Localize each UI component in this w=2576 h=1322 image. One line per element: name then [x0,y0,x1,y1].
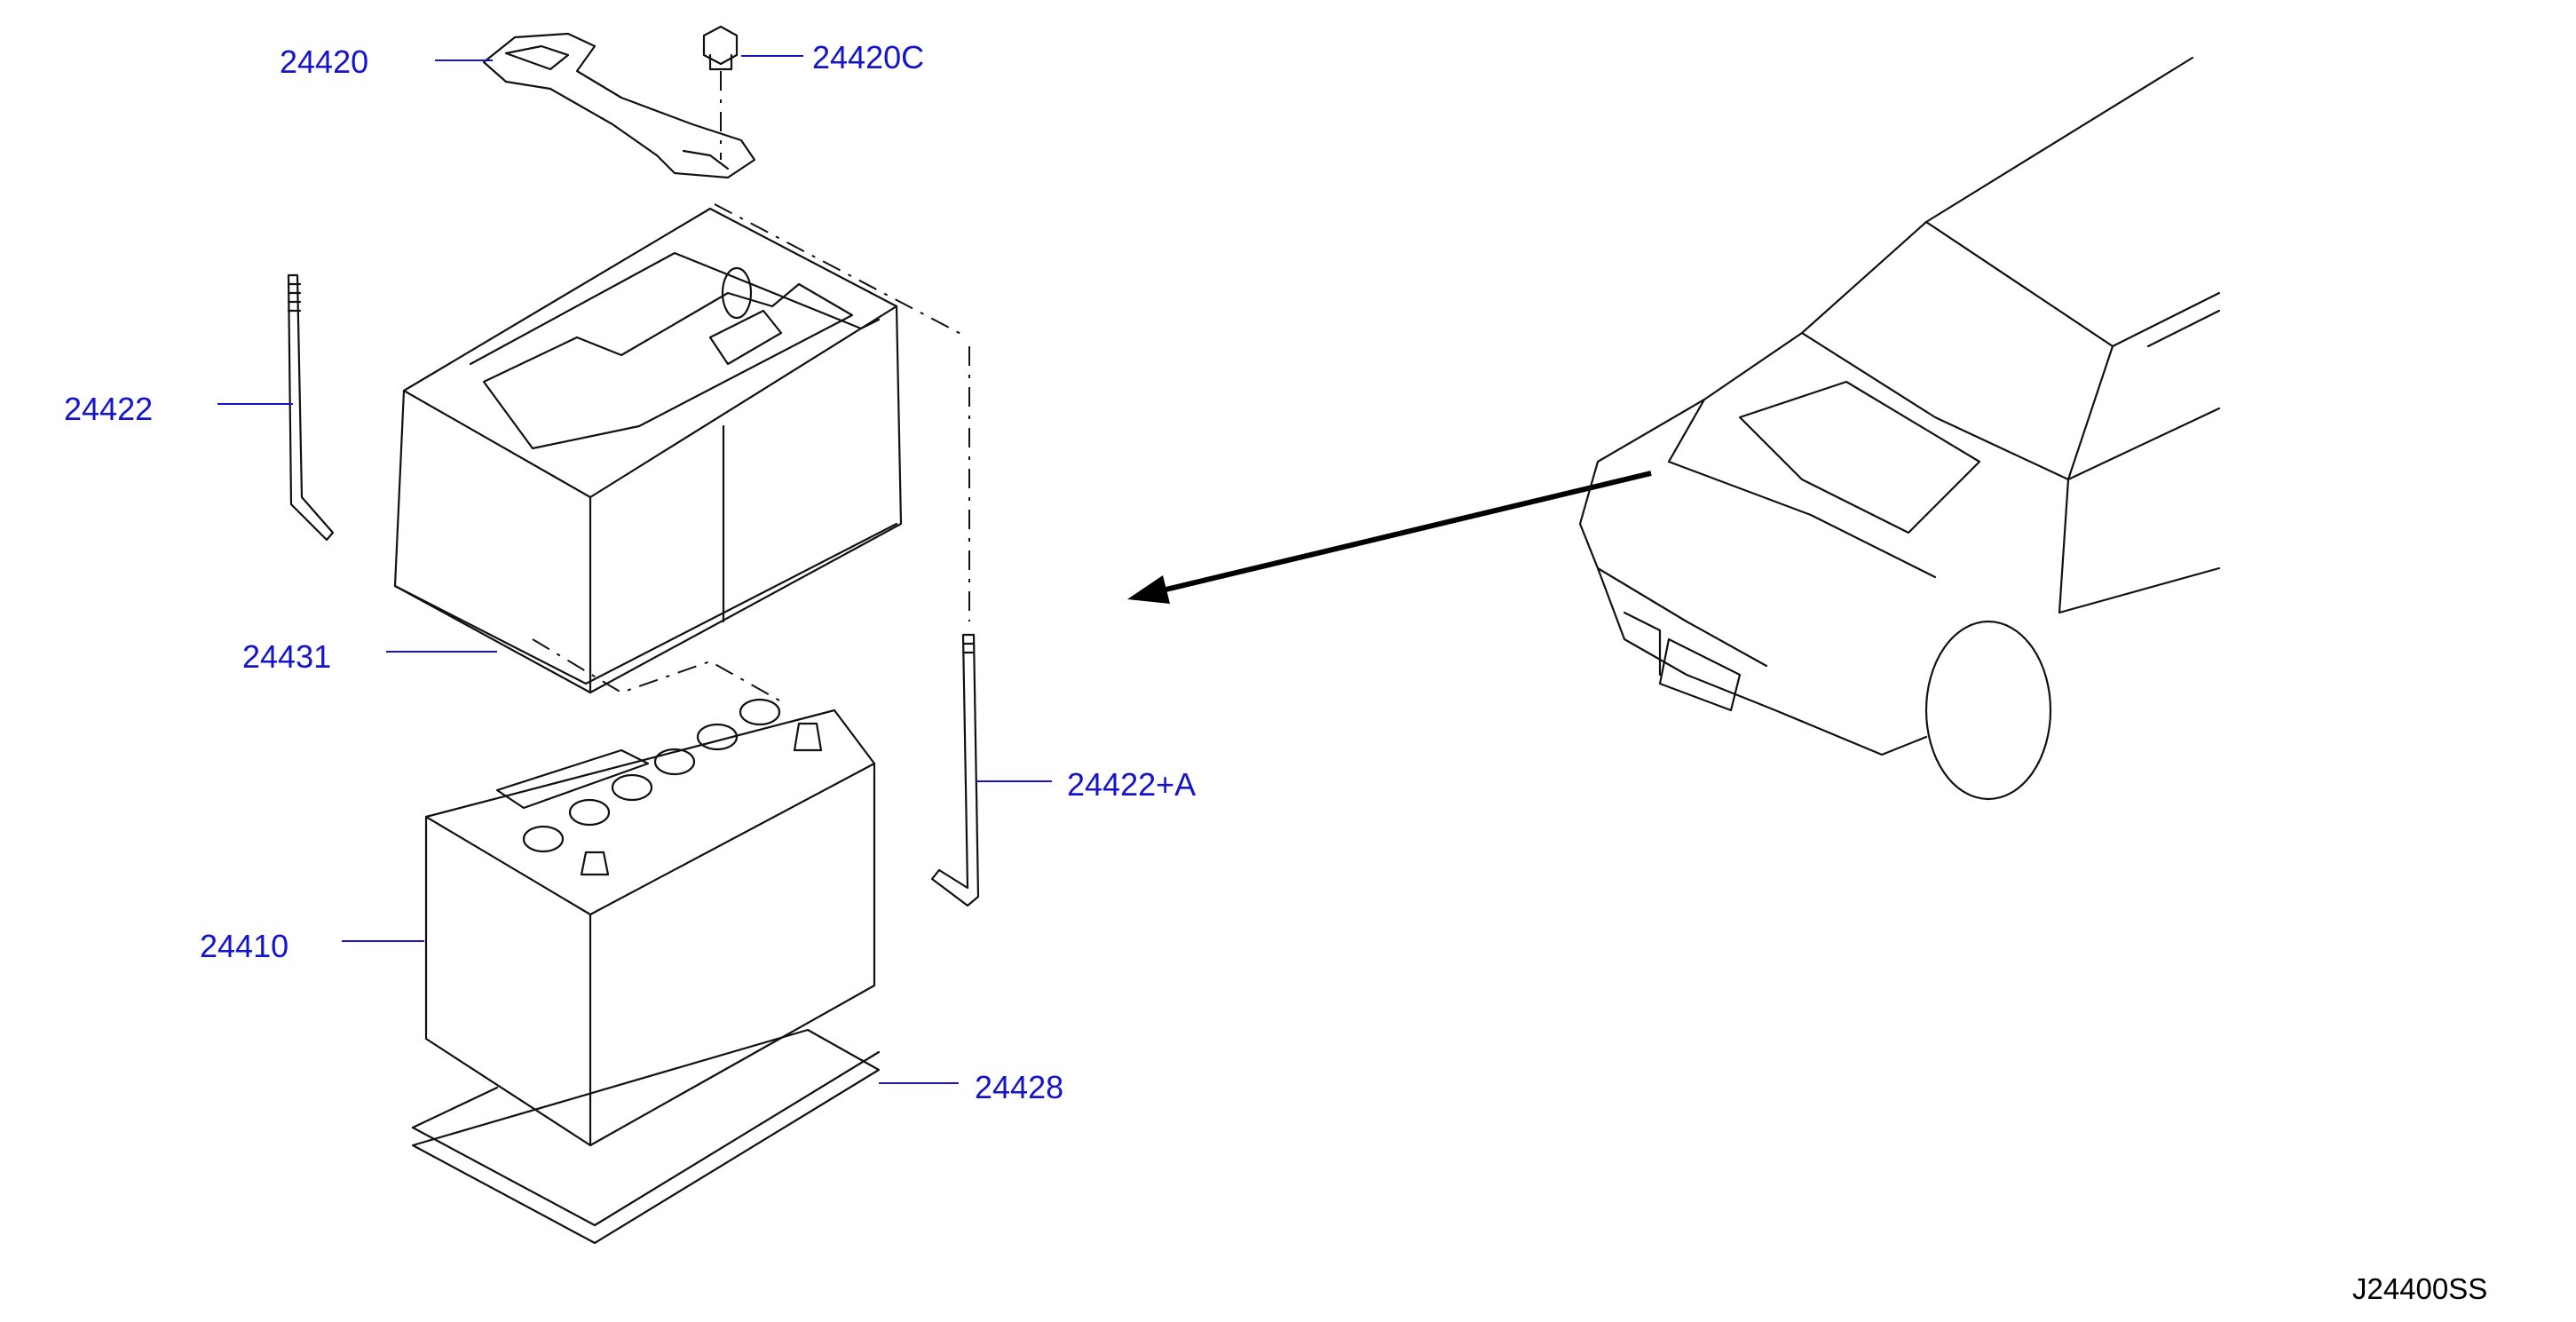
battery-tray [393,207,903,694]
diagram-code: J24400SS [2352,1272,2488,1305]
battery-base-pad [411,1028,881,1245]
battery-cell-caps [522,698,781,853]
callout-24420c: 24420C [812,39,925,75]
callout-24422: 24422 [64,391,154,427]
location-arrow [1127,471,1652,604]
battery-hold-down-frame [482,32,756,179]
callout-24428: 24428 [975,1069,1064,1105]
hold-down-nut [702,25,739,160]
callout-24422a: 24422+A [1067,766,1197,803]
hold-down-rod-right [714,203,980,907]
hold-down-rod-left [287,273,335,542]
battery [424,698,876,1147]
vehicle-outline [1578,56,2221,801]
leader-lines [217,55,1052,1084]
tray-battery-guide [532,638,782,702]
battery-terminal-negative [580,851,610,876]
callout-24420: 24420 [280,44,369,80]
callout-24410: 24410 [200,928,289,964]
callout-24431: 24431 [242,638,332,675]
battery-terminal-positive [793,722,823,752]
